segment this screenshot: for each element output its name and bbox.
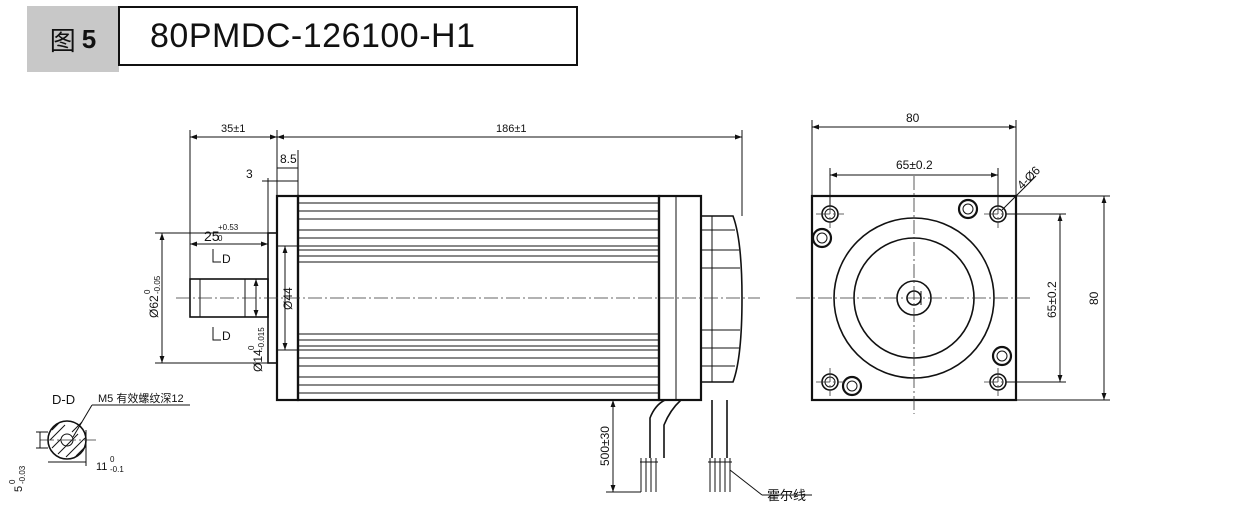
svg-text:500±30: 500±30 — [598, 426, 612, 466]
section-title: D-D — [52, 392, 75, 407]
svg-text:Ø44: Ø44 — [281, 287, 295, 310]
section-mark-bottom: D — [222, 329, 231, 343]
svg-text:65±0.2: 65±0.2 — [896, 158, 933, 172]
svg-text:25: 25 — [204, 228, 220, 244]
body-fins — [298, 202, 659, 394]
thread-leader — [72, 404, 93, 438]
svg-text:-0.03: -0.03 — [18, 465, 27, 484]
section-dd: D-D M5 有效螺纹深12 5 0 -0.03 11 0 -0 — [8, 391, 190, 492]
hall-wire-label: 霍尔线 — [767, 488, 806, 503]
svg-text:-0.1: -0.1 — [110, 465, 124, 474]
svg-text:3: 3 — [246, 167, 253, 181]
front-view: 80 65±0.2 4-Ø6 65±0.2 80 — [796, 111, 1110, 414]
section-mark-top: D — [222, 252, 231, 266]
svg-text:Ø14: Ø14 — [251, 349, 265, 372]
svg-text:65±0.2: 65±0.2 — [1045, 281, 1059, 318]
power-leads — [640, 458, 658, 492]
svg-text:0: 0 — [110, 455, 115, 464]
figure-number: 5 — [81, 23, 97, 54]
svg-text:80: 80 — [1087, 291, 1101, 305]
encoder-cover — [701, 215, 743, 383]
svg-text:0: 0 — [143, 289, 152, 294]
hall-leader — [729, 469, 763, 496]
svg-text:0: 0 — [247, 345, 256, 350]
screw-heads — [811, 198, 1013, 397]
svg-text:0: 0 — [218, 234, 223, 243]
section-hatching — [49, 421, 87, 458]
figure-label-text: 图 — [49, 25, 76, 56]
figure-title-box: 80PMDC-126100-H1 — [118, 6, 578, 66]
svg-text:5: 5 — [13, 486, 25, 492]
svg-text:+0.53: +0.53 — [218, 223, 239, 232]
svg-text:-0.05: -0.05 — [153, 275, 162, 294]
holes-leader — [1001, 175, 1037, 211]
svg-text:-0.015: -0.015 — [257, 327, 266, 350]
svg-text:35±1: 35±1 — [221, 123, 245, 135]
model-number: 80PMDC-126100-H1 — [150, 16, 476, 55]
svg-text:Ø62: Ø62 — [147, 295, 161, 318]
svg-text:186±1: 186±1 — [496, 123, 527, 135]
svg-text:11: 11 — [96, 461, 107, 473]
figure-label: 图 5 — [27, 6, 119, 72]
svg-text:80: 80 — [906, 111, 920, 125]
side-view: 霍尔线 35±1 186±1 8.5 3 25 +0.53 0 D D — [143, 123, 812, 503]
power-cable — [649, 399, 666, 458]
svg-text:8.5: 8.5 — [280, 152, 297, 166]
thread-note: M5 有效螺纹深12 — [98, 391, 184, 405]
hall-leads — [708, 458, 732, 492]
svg-text:4-Ø6: 4-Ø6 — [1014, 163, 1043, 192]
svg-text:0: 0 — [8, 479, 17, 484]
